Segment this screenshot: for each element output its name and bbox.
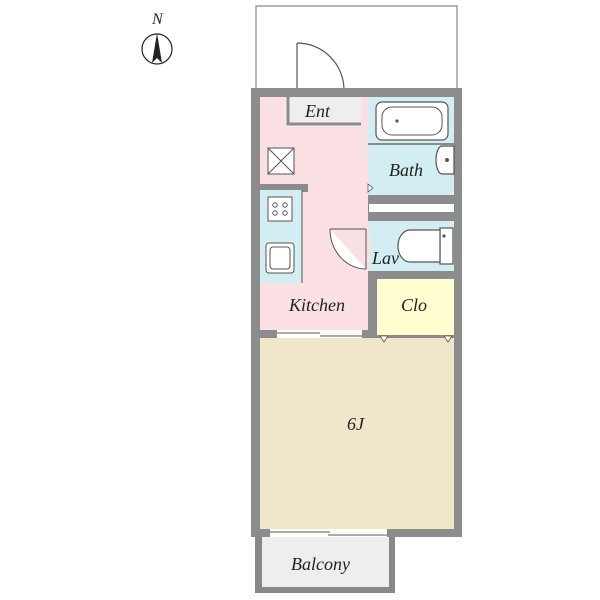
room-label-entrance: Ent [304, 101, 331, 121]
bathtub-icon [375, 101, 449, 141]
kitchen-sliding-door [277, 330, 362, 338]
porch-outline [255, 5, 458, 88]
partition-strip [369, 204, 454, 212]
balcony-window [270, 529, 387, 537]
room-label-closet: Clo [401, 295, 427, 315]
entrance-door [296, 42, 345, 91]
toilet-icon [397, 227, 454, 265]
stove-icon [267, 196, 293, 222]
ventilation-icon [267, 147, 295, 175]
washbasin-icon [435, 145, 455, 175]
room-label-main: 6J [347, 414, 365, 434]
lavatory-door [329, 228, 370, 270]
room-label-balcony: Balcony [291, 554, 350, 574]
compass-label: N [151, 11, 164, 28]
sink-icon [265, 242, 295, 274]
north-arrow-icon: N [141, 11, 173, 65]
room-label-kitchen: Kitchen [288, 295, 345, 315]
room-label-lavatory: Lav [371, 248, 399, 268]
balcony [255, 537, 395, 593]
room-label-bath: Bath [389, 160, 423, 180]
closet-floor [377, 279, 454, 335]
main-room-floor [260, 338, 454, 529]
entrance-floor [285, 97, 361, 127]
